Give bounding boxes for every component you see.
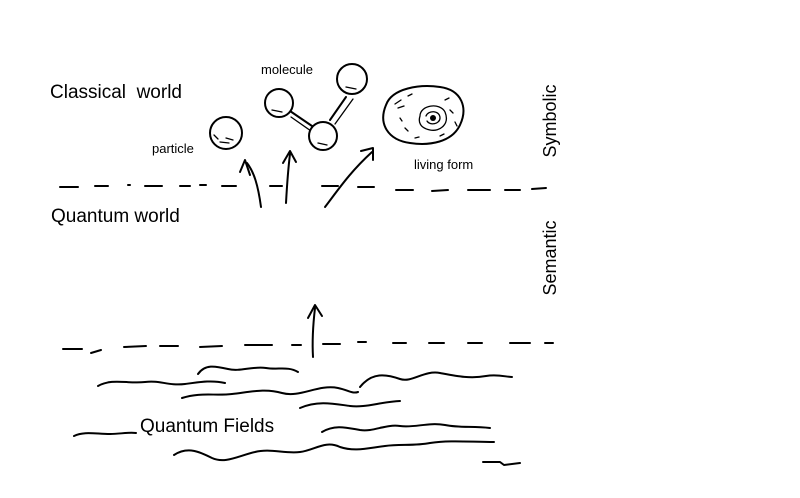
particle-label: particle [152, 141, 194, 156]
molecule-label: molecule [261, 62, 313, 77]
living-form-label: living form [414, 157, 473, 172]
classical-world-label: Classical world [50, 82, 182, 103]
quantum-world-label: Quantum world [51, 206, 180, 227]
quantum-fields-label: Quantum Fields [140, 416, 274, 437]
molecule-structure [264, 63, 368, 151]
upper-dashed-boundary [59, 184, 547, 192]
living-form-cell [382, 85, 465, 145]
lower-dashed-boundary [62, 341, 554, 354]
particle-sphere [209, 116, 243, 150]
arrow-from-fields [307, 304, 323, 358]
arrow-to-particle [239, 159, 262, 208]
symbolic-label: Symbolic [540, 84, 560, 157]
semantic-label: Semantic [540, 220, 560, 295]
arrow-to-molecule [282, 150, 297, 204]
arrow-to-living-form [324, 147, 374, 208]
quantum-field-waves [73, 365, 521, 466]
